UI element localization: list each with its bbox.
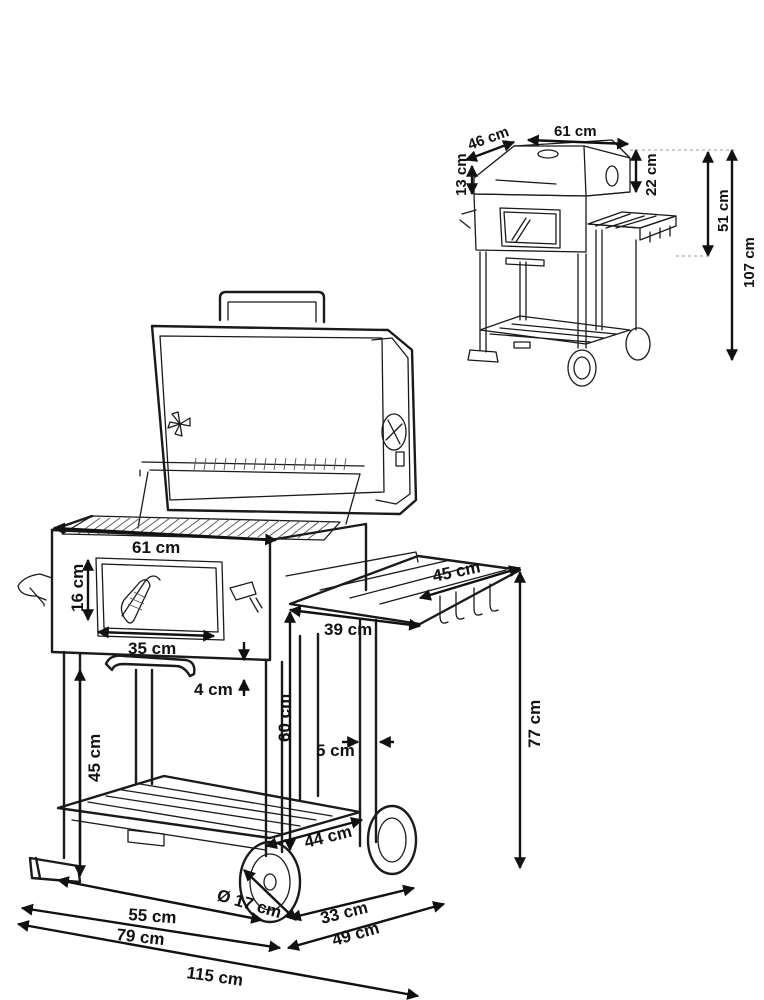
frame-left-leg bbox=[62, 650, 82, 862]
dim-overall-width: 115 cm bbox=[185, 963, 244, 990]
dim-base-width: 55 cm bbox=[128, 905, 177, 927]
dim-handle-gap: 4 cm bbox=[194, 680, 233, 699]
viewing-window bbox=[95, 557, 225, 641]
thumb-dim-total-height: 107 cm bbox=[741, 237, 758, 288]
dim-leg-height: 45 cm bbox=[85, 734, 104, 782]
thumb-dim-width: 61 cm bbox=[554, 123, 597, 140]
dim-grill-width: 61 cm bbox=[132, 538, 180, 557]
main-grill-illustration bbox=[17, 290, 522, 924]
front-handle bbox=[104, 654, 196, 678]
dim-frame-width: 79 cm bbox=[116, 925, 166, 949]
bottom-shelf bbox=[56, 774, 362, 840]
thumb-dim-lid-left: 13 cm bbox=[453, 153, 470, 196]
frame-front-right-leg bbox=[264, 658, 284, 858]
grill-lid bbox=[150, 324, 418, 516]
dim-window-height: 16 cm bbox=[68, 564, 87, 612]
dim-shelf-gap: 5 cm bbox=[316, 741, 355, 760]
dim-shelf-depth: 39 cm bbox=[324, 620, 372, 639]
warming-rack bbox=[139, 461, 365, 477]
side-vent-icon bbox=[381, 413, 407, 467]
lid-handle bbox=[218, 290, 326, 324]
thumbnail-dimension-lines bbox=[464, 134, 738, 362]
dim-shelf-height: 77 cm bbox=[525, 700, 544, 748]
rear-wheel bbox=[366, 804, 418, 876]
tool-hooks bbox=[439, 583, 499, 624]
thumb-dim-lid-right: 22 cm bbox=[643, 153, 660, 196]
thumb-dim-depth: 46 cm bbox=[466, 123, 512, 154]
dim-body-height: 60 cm bbox=[275, 694, 294, 742]
lid-vent-icon bbox=[167, 411, 191, 437]
thumb-dim-body-height: 51 cm bbox=[715, 189, 732, 232]
thermometer-icon bbox=[120, 575, 161, 624]
side-handle bbox=[17, 573, 53, 607]
dim-window-width: 35 cm bbox=[128, 639, 176, 658]
main-dimension-lines bbox=[16, 522, 526, 1000]
